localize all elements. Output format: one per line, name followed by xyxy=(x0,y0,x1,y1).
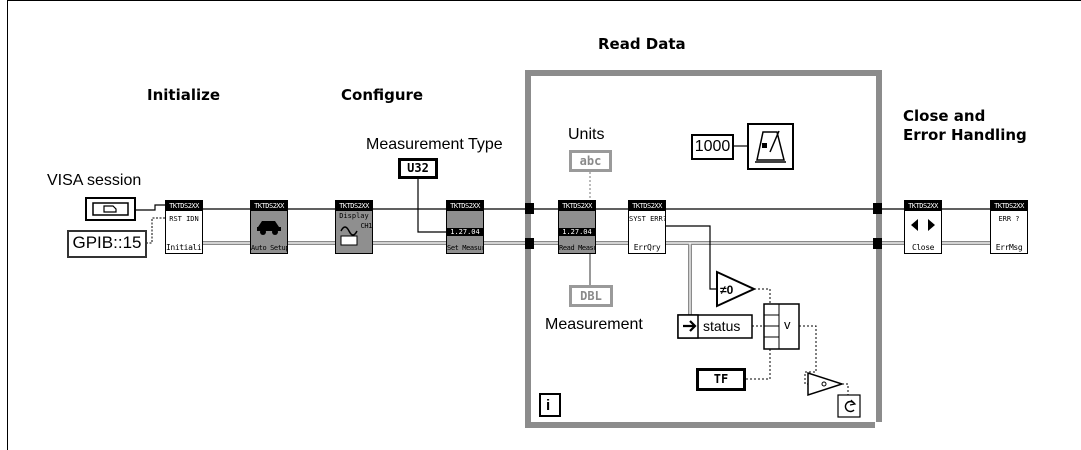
read-measurement-vi[interactable]: TKTDS2XX 1.27.04 Read Measur xyxy=(558,200,596,254)
measurement-indicator: DBL xyxy=(569,285,613,307)
label-measurement: Measurement xyxy=(545,316,643,333)
set-measurement-vi[interactable]: TKTDS2XX 1.27.04 Set Measur xyxy=(446,200,484,254)
iteration-symbol: i xyxy=(546,397,551,414)
heading-initialize: Initialize xyxy=(147,86,221,104)
auto-setup-vi-label: Auto Setup xyxy=(251,244,287,252)
tunnel-visa-in xyxy=(525,203,534,214)
wire-ne0-to-or xyxy=(754,288,777,317)
display-vi-header: TKTDS2XX xyxy=(336,201,372,211)
loop-stop-icon xyxy=(844,400,855,413)
display-vi-label: Display xyxy=(339,212,369,220)
display-vi[interactable]: TKTDS2XX Display CH1 xyxy=(335,200,373,254)
set-measurement-vi-header: TKTDS2XX xyxy=(447,201,483,211)
measurement-type-terminal: U32 xyxy=(398,158,438,179)
wait-ms-constant: 1000 xyxy=(691,134,734,160)
wire-error-status xyxy=(666,225,718,290)
initialize-vi-label: Initialize xyxy=(166,243,202,252)
close-vi-header: TKTDS2XX xyxy=(905,201,941,211)
heading-close-line1: Close and xyxy=(903,107,986,125)
status-label: status xyxy=(703,318,741,334)
tunnel-error-in xyxy=(525,238,534,249)
display-vi-channel: CH1 xyxy=(360,222,372,230)
heading-read-data: Read Data xyxy=(598,35,686,53)
error-message-vi-header: TKTDS2XX xyxy=(991,201,1027,211)
car-icon xyxy=(257,221,281,235)
set-measurement-vi-label: Set Measur xyxy=(447,244,483,252)
iteration-terminal xyxy=(539,393,561,417)
auto-setup-vi[interactable]: TKTDS2XX Auto Setup xyxy=(250,200,288,254)
error-query-vi-label: ErrQry xyxy=(633,243,661,252)
wire-resource-name xyxy=(146,217,165,244)
boolean-constant: TF xyxy=(696,368,746,391)
wire-or-to-not xyxy=(799,325,817,385)
metronome-icon xyxy=(756,131,785,161)
wire-measurement-type xyxy=(417,179,446,233)
wire-not-to-stop xyxy=(842,383,849,395)
heading-configure: Configure xyxy=(341,86,424,104)
error-message-vi-label: ErrMsg xyxy=(995,243,1023,252)
tunnel-error-out xyxy=(873,238,882,249)
error-message-vi[interactable]: TKTDS2XX ERR ? ErrMsg xyxy=(990,200,1028,254)
tunnel-visa-out xyxy=(873,203,882,214)
units-indicator: abc xyxy=(569,150,612,172)
label-units: Units xyxy=(568,126,605,143)
error-query-vi-icon-text: SYST ERR? xyxy=(629,215,665,223)
label-measurement-type: Measurement Type xyxy=(366,136,503,153)
close-vi-label: Close xyxy=(911,243,935,252)
heading-close-line2: Error Handling xyxy=(903,126,1027,144)
stop-terminal xyxy=(837,394,861,418)
not-equal-zero-symbol: ≠0 xyxy=(720,283,734,297)
or-symbol: v xyxy=(784,317,791,332)
figure-frame xyxy=(7,0,1081,450)
initialize-vi-header: TKTDS2XX xyxy=(166,201,202,211)
read-measurement-vi-version: 1.27.04 xyxy=(559,228,595,236)
arrow-right-icon xyxy=(683,320,697,332)
not-equal-zero-node xyxy=(716,270,757,308)
resource-name-constant: GPIB::15 xyxy=(67,230,147,258)
read-measurement-vi-label: Read Measur xyxy=(559,244,595,252)
error-query-vi-header: TKTDS2XX xyxy=(629,201,665,211)
error-message-vi-icon-text: ERR ? xyxy=(998,215,1020,223)
close-arrows-icon xyxy=(911,219,935,231)
close-vi[interactable]: TKTDS2XX Close xyxy=(904,200,942,254)
initialize-vi[interactable]: TKTDS2XX RST IDN Initialize xyxy=(165,200,203,254)
wire-visa-session xyxy=(136,204,165,211)
visa-session-icon xyxy=(103,205,117,213)
error-query-vi[interactable]: TKTDS2XX SYST ERR? ErrQry xyxy=(628,200,666,254)
waveform-icon xyxy=(340,226,358,246)
label-visa-session: VISA session xyxy=(47,172,142,189)
read-measurement-vi-header: TKTDS2XX xyxy=(559,201,595,211)
initialize-vi-icon-text: RST IDN xyxy=(169,215,199,223)
set-measurement-vi-version: 1.27.04 xyxy=(447,228,483,236)
auto-setup-vi-header: TKTDS2XX xyxy=(251,201,287,211)
